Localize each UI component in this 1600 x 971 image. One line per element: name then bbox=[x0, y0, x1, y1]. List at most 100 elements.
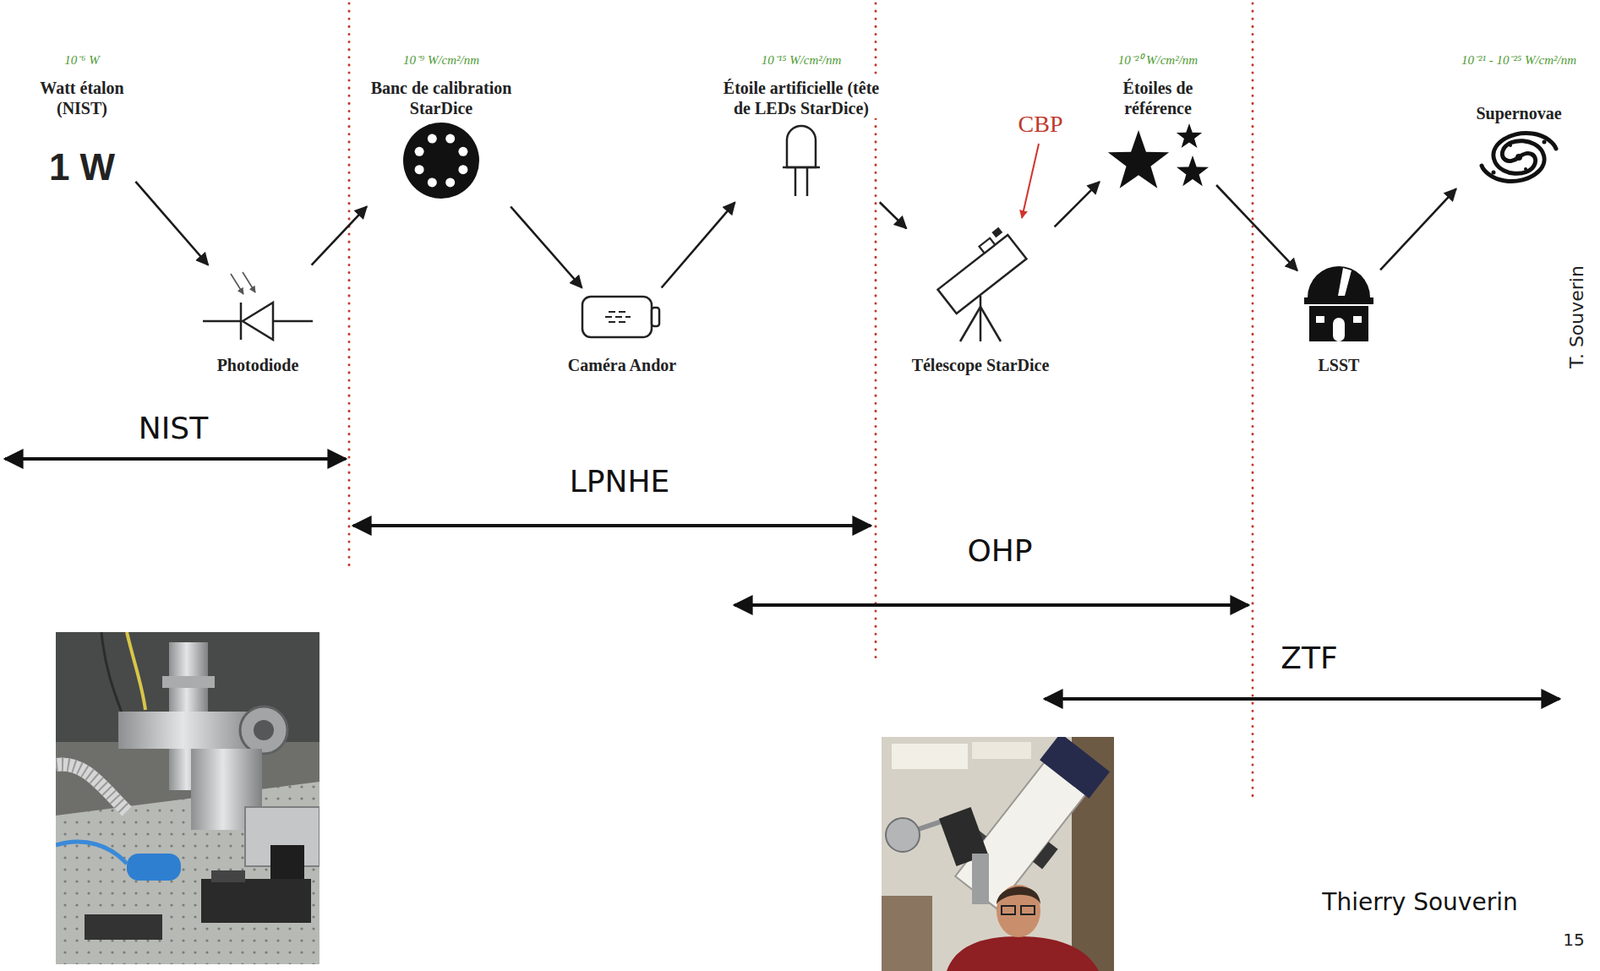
calibration-bench-icon bbox=[415, 164, 425, 175]
photodiode-symbol bbox=[230, 273, 244, 295]
led-icon bbox=[775, 118, 827, 199]
power-value: 1 W bbox=[46, 147, 118, 188]
node-label: Watt étalon (NIST) bbox=[32, 77, 133, 119]
led-icon bbox=[782, 166, 820, 170]
observatory-icon bbox=[1309, 305, 1369, 342]
flow-arrow bbox=[135, 181, 208, 266]
flow-arrow bbox=[1054, 181, 1100, 227]
observatory-icon bbox=[1353, 316, 1362, 323]
telescope-photo bbox=[1021, 906, 1035, 915]
telescope-icon bbox=[921, 226, 1040, 345]
calibration-bench-icon bbox=[415, 134, 469, 188]
stars-icon bbox=[1176, 155, 1209, 186]
observatory-node: LSST bbox=[1300, 253, 1377, 376]
section-dividers bbox=[348, 3, 351, 567]
flow-arrow bbox=[311, 206, 367, 265]
lab-photo bbox=[55, 781, 320, 965]
telescope-photo bbox=[996, 884, 1041, 938]
observatory-icon bbox=[1304, 297, 1374, 305]
calibration-bench-icon bbox=[398, 118, 484, 203]
telescope-photo bbox=[972, 853, 989, 905]
camera-icon bbox=[618, 311, 626, 313]
lab-photo bbox=[201, 879, 312, 923]
stars-icon bbox=[1103, 118, 1213, 195]
lab-photo bbox=[55, 632, 320, 965]
lab-photo bbox=[253, 720, 274, 741]
credit-label: Thierry Souverin bbox=[1319, 888, 1520, 918]
telescope-icon bbox=[938, 234, 1027, 314]
photodiode-symbol bbox=[242, 272, 256, 293]
flow-arrow bbox=[1216, 185, 1298, 271]
galaxy-icon bbox=[1541, 140, 1546, 145]
range-label: OHP bbox=[963, 533, 1036, 569]
camera-icon bbox=[615, 316, 623, 318]
flow-arrow bbox=[661, 202, 736, 289]
camera-icon bbox=[625, 316, 631, 318]
galaxy-icon bbox=[1481, 132, 1557, 181]
observatory-icon bbox=[1307, 266, 1371, 298]
camera-icon bbox=[579, 291, 665, 343]
supernovae-node: 10⁻²¹ - 10⁻²⁵ W/cm²/nmSupernovae bbox=[1459, 52, 1579, 192]
telescope-photo bbox=[946, 936, 1099, 971]
led-icon bbox=[806, 167, 809, 197]
power-level: 10⁻²¹ - 10⁻²⁵ W/cm²/nm bbox=[1459, 52, 1579, 68]
galaxy-icon bbox=[1476, 123, 1562, 192]
observatory-icon bbox=[1337, 267, 1352, 296]
lab-photo bbox=[55, 632, 320, 965]
telescope-icon bbox=[991, 227, 1003, 238]
telescope-icon bbox=[980, 306, 1001, 342]
calibration-bench-icon bbox=[458, 147, 468, 157]
stars-icon bbox=[1176, 123, 1202, 148]
telescope-node: Télescope StarDice bbox=[910, 226, 1052, 376]
flow-arrow bbox=[510, 207, 582, 289]
callout-label: CBP bbox=[1016, 110, 1065, 138]
camera-icon bbox=[582, 296, 652, 338]
node-label: Télescope StarDice bbox=[910, 354, 1052, 376]
calibration-bench-icon bbox=[445, 177, 455, 187]
calibration-bench-icon bbox=[403, 122, 480, 199]
node-label: Supernovae bbox=[1474, 103, 1563, 124]
flow-arrow bbox=[879, 202, 907, 229]
camera-node: Caméra Andor bbox=[566, 291, 678, 376]
stars-node: 10⁻²⁰ W/cm²/nmÉtoiles de référence bbox=[1103, 52, 1213, 195]
credit-vertical: T. Souverin bbox=[1566, 263, 1589, 371]
section-dividers bbox=[349, 3, 1253, 797]
page-number: 15 bbox=[1561, 929, 1586, 951]
node-label: Banc de calibration StarDice bbox=[363, 77, 519, 119]
lab-photo bbox=[211, 870, 246, 883]
observatory-icon bbox=[1332, 317, 1345, 342]
telescope-photo bbox=[891, 743, 968, 770]
camera-icon bbox=[605, 316, 612, 318]
stars-icon bbox=[1108, 130, 1169, 189]
telescope-photo bbox=[881, 895, 933, 971]
galaxy-icon bbox=[1508, 143, 1513, 148]
galaxy-icon bbox=[1523, 167, 1528, 171]
galaxy-icon bbox=[1490, 140, 1546, 175]
galaxy-icon bbox=[1481, 141, 1545, 182]
lab-photo bbox=[126, 853, 181, 881]
lab-photo bbox=[55, 841, 127, 864]
flow-arrow bbox=[1380, 188, 1457, 270]
telescope-icon bbox=[960, 306, 981, 342]
range-arrows bbox=[734, 603, 1249, 607]
lab-photo bbox=[55, 764, 127, 812]
telescope-icon bbox=[979, 295, 983, 307]
observatory-icon bbox=[1316, 316, 1325, 323]
telescope-photo bbox=[1039, 737, 1110, 799]
telescope-photo bbox=[881, 737, 1114, 971]
galaxy-icon bbox=[1515, 153, 1523, 161]
power-level: 10⁻²⁰ W/cm²/nm bbox=[1116, 52, 1200, 68]
telescope-icon bbox=[979, 238, 996, 254]
lab-photo bbox=[240, 706, 288, 754]
telescope-photo bbox=[972, 742, 1032, 760]
range-arrows bbox=[5, 457, 346, 461]
node-label: Étoiles de référence bbox=[1108, 77, 1209, 119]
node-label: LSST bbox=[1316, 354, 1362, 376]
photodiode-symbol bbox=[242, 302, 274, 340]
source-node: 10⁻⁶ WWatt étalon (NIST)1 W bbox=[32, 52, 133, 188]
range-arrows bbox=[1044, 697, 1560, 701]
range-arrows bbox=[353, 524, 871, 528]
photodiode-symbol bbox=[202, 320, 241, 323]
observatory-icon bbox=[1300, 253, 1377, 343]
lab-photo bbox=[84, 914, 163, 940]
